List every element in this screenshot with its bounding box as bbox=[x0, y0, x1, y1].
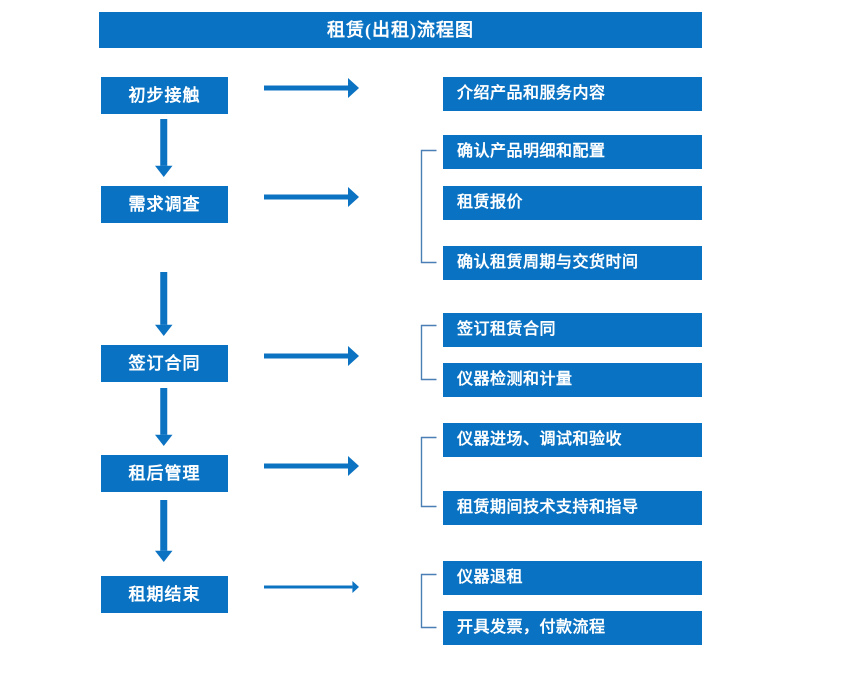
detail-label: 租赁报价 bbox=[457, 194, 524, 211]
detail-label: 仪器检测和计量 bbox=[457, 371, 573, 388]
detail-label: 租赁期间技术支持和指导 bbox=[457, 499, 639, 516]
arrow-right-icon-post-rent bbox=[264, 455, 359, 477]
stage-box-sign-contract[interactable]: 签订合同 bbox=[101, 345, 228, 382]
arrow-down-icon-contract-to-manage bbox=[154, 388, 174, 446]
arrow-down-icon-contact-to-survey bbox=[154, 119, 174, 177]
detail-box-confirm-spec[interactable]: 确认产品明细和配置 bbox=[443, 135, 702, 169]
stage-label: 需求调查 bbox=[128, 195, 201, 214]
chart-title-text: 租赁(出租)流程图 bbox=[327, 20, 474, 40]
detail-label: 确认产品明细和配置 bbox=[457, 143, 606, 160]
detail-label: 介绍产品和服务内容 bbox=[457, 85, 606, 102]
detail-label: 签订租赁合同 bbox=[457, 321, 557, 338]
stage-label: 签订合同 bbox=[128, 354, 201, 373]
detail-label: 开具发票，付款流程 bbox=[457, 619, 606, 636]
bracket-icon-needs-survey-group bbox=[420, 149, 438, 264]
stage-label: 初步接触 bbox=[128, 86, 201, 105]
stage-box-initial-contact[interactable]: 初步接触 bbox=[101, 77, 228, 114]
arrow-right-icon-lease-end bbox=[264, 580, 359, 594]
detail-label: 仪器进场、调试和验收 bbox=[457, 431, 623, 448]
arrow-right-icon-needs-survey bbox=[264, 186, 359, 208]
bracket-icon-post-rent-group bbox=[420, 436, 438, 508]
stage-box-post-rent-manage[interactable]: 租后管理 bbox=[101, 455, 228, 492]
stage-label: 租期结束 bbox=[128, 585, 201, 604]
detail-box-tech-support[interactable]: 租赁期间技术支持和指导 bbox=[443, 491, 702, 525]
detail-label: 确认租赁周期与交货时间 bbox=[457, 254, 639, 271]
arrow-right-icon-sign-contract bbox=[264, 345, 359, 367]
detail-box-instrument-return[interactable]: 仪器退租 bbox=[443, 561, 702, 595]
detail-label: 仪器退租 bbox=[457, 569, 524, 586]
stage-label: 租后管理 bbox=[128, 464, 201, 483]
detail-box-rental-quote[interactable]: 租赁报价 bbox=[443, 186, 702, 220]
detail-box-sign-lease-contract[interactable]: 签订租赁合同 bbox=[443, 313, 702, 347]
arrow-right-icon-initial-contact bbox=[264, 77, 359, 99]
detail-box-introduce-products[interactable]: 介绍产品和服务内容 bbox=[443, 77, 702, 111]
detail-box-instrument-entry[interactable]: 仪器进场、调试和验收 bbox=[443, 423, 702, 457]
chart-title-banner: 租赁(出租)流程图 bbox=[99, 12, 702, 48]
arrow-down-icon-survey-to-contract bbox=[154, 272, 174, 336]
detail-box-invoice-payment[interactable]: 开具发票，付款流程 bbox=[443, 611, 702, 645]
detail-box-instrument-test[interactable]: 仪器检测和计量 bbox=[443, 363, 702, 397]
bracket-icon-sign-contract-group bbox=[420, 324, 438, 381]
arrow-down-icon-manage-to-end bbox=[154, 500, 174, 562]
stage-box-needs-survey[interactable]: 需求调查 bbox=[101, 186, 228, 223]
bracket-icon-lease-end-group bbox=[420, 573, 438, 629]
detail-box-confirm-period[interactable]: 确认租赁周期与交货时间 bbox=[443, 246, 702, 280]
stage-box-lease-end[interactable]: 租期结束 bbox=[101, 576, 228, 613]
